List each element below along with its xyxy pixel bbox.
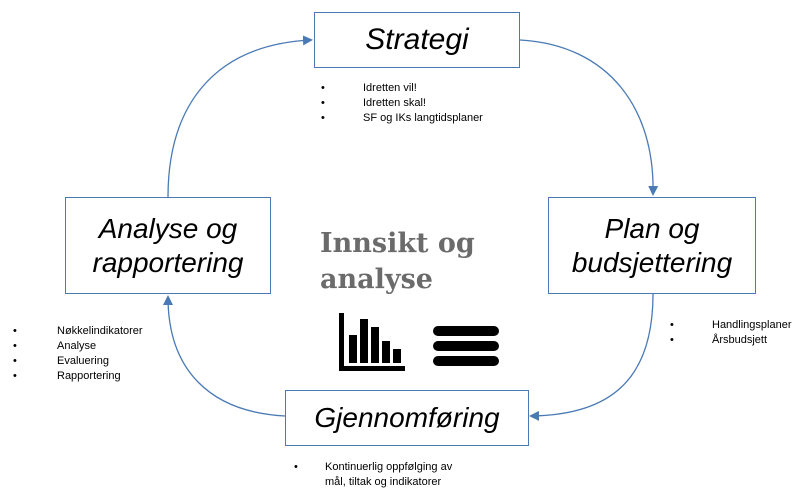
strategy-title: Strategi bbox=[365, 23, 469, 56]
planning-title-line1: Plan og bbox=[604, 212, 700, 244]
list-item: •Handlingsplaner bbox=[670, 319, 792, 331]
execution-box: Gjennomføring bbox=[285, 390, 529, 446]
arrow-analysis-to-strategy bbox=[167, 35, 313, 198]
analysis-box: Analyse og rapportering bbox=[65, 197, 271, 294]
planning-bullet-list: •Handlingsplaner •Årsbudsjett bbox=[670, 318, 792, 348]
bar-chart-icon bbox=[339, 313, 405, 371]
list-item: •Idretten skal! bbox=[321, 97, 426, 109]
analysis-bullet-list: •Nøkkelindikatorer •Analyse •Evaluering … bbox=[13, 324, 143, 384]
execution-title: Gjennomføring bbox=[314, 402, 500, 433]
center-title-line2: analyse bbox=[320, 264, 433, 295]
execution-bullet-list: •Kontinuerlig oppfølging av mål, tiltak … bbox=[294, 460, 453, 490]
list-item: mål, tiltak og indikatorer bbox=[325, 476, 442, 488]
list-item: •Kontinuerlig oppfølging av bbox=[294, 461, 453, 473]
list-item: •SF og IKs langtidsplaner bbox=[321, 112, 483, 124]
center-title: Innsikt og analyse bbox=[320, 226, 475, 298]
arrow-execution-to-analysis bbox=[163, 295, 286, 417]
analysis-title-line2: rapportering bbox=[92, 246, 244, 278]
arrow-strategy-to-plan bbox=[519, 39, 659, 196]
center-title-line1: Innsikt og bbox=[320, 228, 475, 259]
arrow-plan-to-execution bbox=[529, 293, 654, 421]
planning-title-line2: budsjettering bbox=[571, 246, 733, 278]
strategy-box: Strategi bbox=[314, 12, 520, 68]
list-item: •Analyse bbox=[13, 340, 97, 352]
list-item: •Årsbudsjett bbox=[670, 334, 768, 346]
strategy-bullet-list: •Idretten vil! •Idretten skal! •SF og IK… bbox=[321, 81, 483, 126]
list-item: •Idretten vil! bbox=[321, 82, 417, 94]
analysis-title-line1: Analyse og bbox=[98, 212, 238, 244]
list-item: •Evaluering bbox=[13, 355, 109, 367]
list-item: •Nøkkelindikatorer bbox=[13, 325, 143, 337]
database-icon bbox=[433, 326, 499, 366]
list-item: •Rapportering bbox=[13, 370, 121, 382]
planning-box: Plan og budsjettering bbox=[548, 197, 756, 294]
